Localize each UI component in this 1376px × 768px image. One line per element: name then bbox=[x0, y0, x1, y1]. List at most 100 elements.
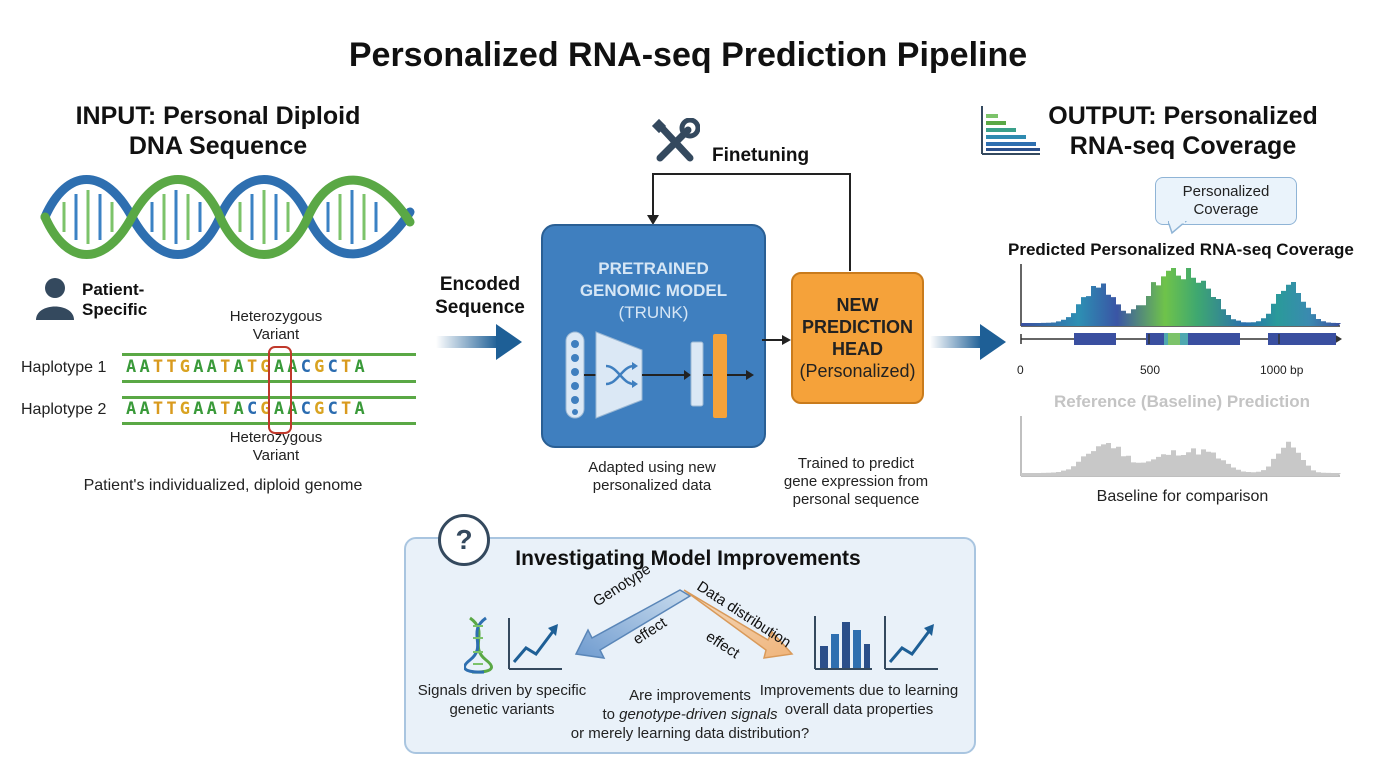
base-11: G bbox=[260, 357, 274, 377]
base-2: A bbox=[139, 399, 153, 419]
left-caption: Signals driven by specific genetic varia… bbox=[406, 681, 598, 719]
base-14: C bbox=[300, 399, 315, 419]
base-18: A bbox=[354, 357, 368, 377]
base-16: C bbox=[327, 357, 341, 377]
bar-chart-icon bbox=[814, 616, 872, 670]
variant-bottom-line1: Heterozygous bbox=[229, 429, 323, 446]
callout-tail bbox=[1168, 221, 1188, 235]
center-question: Are improvements to genotype-driven sign… bbox=[540, 686, 840, 743]
base-6: A bbox=[193, 399, 207, 419]
head-line2: PREDICTION bbox=[801, 317, 913, 337]
coverage-chart-icon bbox=[981, 106, 1040, 155]
output-title-line1: OUTPUT: Personalized bbox=[1048, 102, 1318, 130]
trunk-line3: (TRUNK) bbox=[618, 303, 689, 322]
output-title-line2: RNA-seq Coverage bbox=[1069, 132, 1297, 160]
head-caption-line2: gene expression from bbox=[783, 473, 929, 490]
base-3: T bbox=[152, 357, 167, 377]
haplotype-2-label: Haplotype 2 bbox=[21, 401, 107, 418]
patient-label-line1: Patient- bbox=[82, 280, 145, 299]
head-line4: (Personalized) bbox=[799, 361, 916, 381]
encoded-sequence-label: Encoded Sequence bbox=[425, 273, 535, 319]
base-10: T bbox=[246, 357, 261, 377]
output-arrow-icon bbox=[930, 324, 1006, 360]
head-caption-line3: personal sequence bbox=[792, 491, 920, 508]
variant-top-line2: Variant bbox=[252, 326, 300, 343]
base-16: C bbox=[327, 399, 341, 419]
base-5: G bbox=[179, 399, 194, 419]
base-18: A bbox=[354, 399, 368, 419]
patient-label: Patient- Specific bbox=[82, 280, 147, 320]
right-caption-line1: Improvements due to learning bbox=[759, 682, 959, 699]
callout-line2: Coverage bbox=[1193, 201, 1259, 218]
base-13: A bbox=[287, 399, 301, 419]
reference-caption: Baseline for comparison bbox=[1096, 488, 1269, 505]
base-13: A bbox=[287, 357, 301, 377]
head-title: NEW PREDICTION HEAD (Personalized) bbox=[791, 294, 924, 382]
trunk-caption-line2: personalized data bbox=[592, 477, 712, 494]
base-14: C bbox=[300, 357, 315, 377]
variant-highlight-box bbox=[268, 346, 292, 434]
trend-up-icon-left bbox=[508, 618, 562, 670]
base-5: G bbox=[179, 357, 194, 377]
encoded-line2: Sequence bbox=[435, 297, 525, 318]
variant-bottom-line2: Variant bbox=[252, 447, 300, 464]
center-line3: or merely learning data distribution? bbox=[570, 725, 810, 742]
haplotype-1-label: Haplotype 1 bbox=[21, 359, 107, 376]
dna-helix-icon bbox=[40, 175, 415, 259]
trunk-to-head-arrow bbox=[762, 335, 791, 345]
left-caption-line1: Signals driven by specific bbox=[417, 682, 587, 699]
base-3: T bbox=[152, 399, 167, 419]
variant-label-top: Heterozygous Variant bbox=[206, 308, 346, 344]
neural-network-icon bbox=[565, 331, 754, 419]
right-caption-line2: overall data properties bbox=[784, 701, 934, 718]
question-icon: ? bbox=[438, 514, 490, 566]
diverging-arrows bbox=[574, 589, 794, 659]
base-15: G bbox=[314, 399, 328, 419]
base-9: A bbox=[233, 357, 247, 377]
head-caption: Trained to predict gene expression from … bbox=[768, 455, 944, 509]
base-8: T bbox=[220, 399, 234, 419]
callout-text: Personalized Coverage bbox=[1155, 183, 1297, 219]
callout-line1: Personalized bbox=[1182, 183, 1270, 200]
base-4: T bbox=[166, 399, 180, 419]
input-title: INPUT: Personal Diploid DNA Sequence bbox=[58, 101, 378, 161]
finetuning-loop-arrow bbox=[647, 173, 851, 271]
right-caption: Improvements due to learning overall dat… bbox=[748, 681, 970, 719]
center-line2-prefix: to bbox=[602, 706, 620, 723]
head-caption-line1: Trained to predict bbox=[797, 455, 915, 472]
input-caption: Patient's individualized, diploid genome bbox=[83, 477, 363, 494]
haplotype-2-sequence: AATTGAATACGAACGCTA bbox=[126, 399, 368, 419]
base-7: A bbox=[206, 357, 221, 377]
base-12: A bbox=[273, 399, 288, 419]
base-15: G bbox=[314, 357, 328, 377]
trunk-caption: Adapted using new personalized data bbox=[562, 459, 742, 495]
base-8: T bbox=[220, 357, 234, 377]
encoded-arrow-icon bbox=[436, 324, 522, 360]
axis-tick-500: 500 bbox=[1140, 363, 1161, 377]
haplotype-1-sequence: AATTGAATATGAACGCTA bbox=[126, 357, 368, 377]
head-line1: NEW bbox=[836, 295, 879, 315]
base-12: A bbox=[273, 357, 288, 377]
axis-tick-0: 0 bbox=[1017, 363, 1024, 377]
trunk-line1: PRETRAINED bbox=[598, 259, 709, 278]
base-17: T bbox=[341, 399, 355, 419]
left-caption-line2: genetic variants bbox=[449, 701, 555, 718]
trend-up-icon-right bbox=[884, 616, 938, 670]
investigation-title: Investigating Model Improvements bbox=[515, 547, 861, 570]
patient-icon bbox=[36, 278, 74, 320]
variant-top-line1: Heterozygous bbox=[229, 308, 323, 325]
axis-tick-1000: 1000 bp bbox=[1260, 363, 1304, 377]
base-6: A bbox=[193, 357, 207, 377]
finetuning-label: Finetuning bbox=[712, 145, 810, 166]
predicted-coverage-title: Predicted Personalized RNA-seq Coverage bbox=[1008, 240, 1354, 259]
base-17: T bbox=[341, 357, 355, 377]
base-1: A bbox=[126, 399, 140, 419]
predicted-coverage-chart bbox=[1020, 264, 1342, 345]
base-11: G bbox=[260, 399, 274, 419]
base-7: A bbox=[206, 399, 221, 419]
input-title-line1: INPUT: Personal Diploid bbox=[75, 102, 361, 130]
center-line1: Are improvements bbox=[629, 687, 751, 704]
trunk-line2: GENOMIC MODEL bbox=[579, 281, 728, 300]
small-dna-icon bbox=[464, 616, 493, 674]
base-1: A bbox=[126, 357, 140, 377]
